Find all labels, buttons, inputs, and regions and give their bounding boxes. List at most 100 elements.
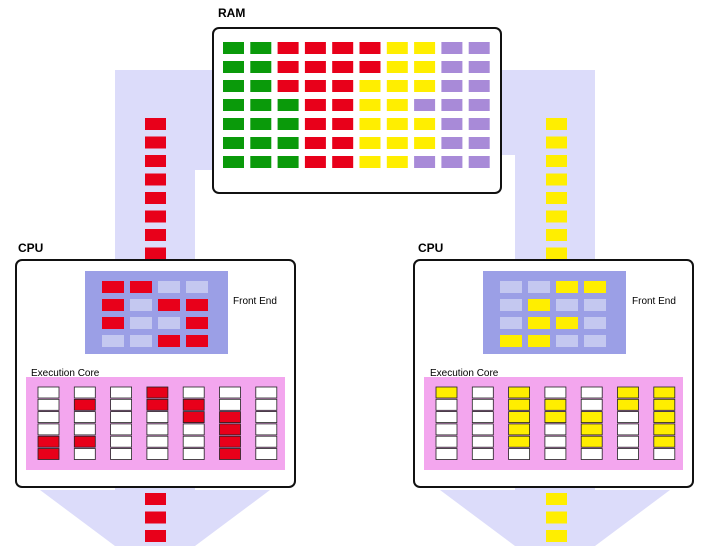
exec-cell <box>436 387 457 398</box>
front-end-cell <box>500 317 522 329</box>
exec-cell <box>220 424 241 435</box>
front-end-cell <box>500 281 522 293</box>
exec-cell <box>581 424 602 435</box>
exec-cell <box>147 436 168 447</box>
ram-cell <box>387 80 408 92</box>
exec-cell <box>472 449 493 460</box>
ram-cell <box>250 61 271 73</box>
ram-cell <box>414 42 435 54</box>
exec-cell <box>618 412 639 423</box>
front-end-cell <box>158 299 180 311</box>
stream-in-left-cell <box>145 137 166 149</box>
exec-cell <box>111 412 132 423</box>
ram-cell <box>387 42 408 54</box>
front-end-cell <box>528 281 550 293</box>
stream-in-right-cell <box>546 137 567 149</box>
ram-cell <box>278 42 299 54</box>
front-end-cell <box>500 299 522 311</box>
ram-cell <box>414 80 435 92</box>
ram-cell <box>305 156 326 168</box>
ram-cell <box>223 80 244 92</box>
ram-cell <box>332 80 353 92</box>
ram-cell <box>469 156 490 168</box>
exec-cell <box>509 449 530 460</box>
ram-cell <box>305 61 326 73</box>
stream-in-left-cell <box>145 174 166 186</box>
exec-cell <box>111 424 132 435</box>
stream-in-right-cell <box>546 248 567 260</box>
exec-cell <box>111 436 132 447</box>
front-end-cell <box>584 335 606 347</box>
exec-cell <box>183 399 204 410</box>
ram-cell <box>332 118 353 130</box>
exec-cell <box>74 387 95 398</box>
exec-cell <box>581 399 602 410</box>
exec-cell <box>618 387 639 398</box>
front-end-cell <box>186 281 208 293</box>
exec-cell <box>545 449 566 460</box>
ram-cell <box>414 99 435 111</box>
ram-cell <box>469 137 490 149</box>
ram-cell <box>250 99 271 111</box>
ram-cell <box>278 80 299 92</box>
exec-cell <box>38 436 59 447</box>
ram-cell <box>360 80 381 92</box>
ram-cell <box>305 80 326 92</box>
exec-cell <box>38 449 59 460</box>
ram-cell <box>441 80 462 92</box>
exec-cell <box>654 436 675 447</box>
exec-cell <box>654 424 675 435</box>
stream-out-left-cell <box>145 493 166 505</box>
exec-cell <box>147 399 168 410</box>
ram-cell <box>441 156 462 168</box>
exec-cell <box>38 424 59 435</box>
exec-cell <box>654 399 675 410</box>
exec-cell <box>509 424 530 435</box>
exec-cell <box>147 449 168 460</box>
ram-cell <box>223 42 244 54</box>
ram-cell <box>332 156 353 168</box>
ram-cell <box>305 42 326 54</box>
ram-cell <box>223 61 244 73</box>
front-end-cell <box>186 335 208 347</box>
stream-out-right-cell <box>546 493 567 505</box>
front-end-cell <box>556 335 578 347</box>
exec-cell <box>256 399 277 410</box>
cpu-left-label: CPU <box>18 241 43 255</box>
exec-cell <box>220 412 241 423</box>
front-end-cell <box>102 281 124 293</box>
ram-cell <box>250 118 271 130</box>
exec-cell <box>436 449 457 460</box>
front-end-cell <box>500 335 522 347</box>
ram-cell <box>469 118 490 130</box>
exec-cell <box>183 387 204 398</box>
front-end-cell <box>556 299 578 311</box>
stream-in-left-cell <box>145 192 166 204</box>
front-end-cell <box>158 317 180 329</box>
ram-cell <box>360 99 381 111</box>
exec-cell <box>472 424 493 435</box>
front-end-cell <box>556 281 578 293</box>
exec-cell <box>472 436 493 447</box>
exec-cell <box>581 449 602 460</box>
exec-cell <box>38 399 59 410</box>
ram-cell <box>441 137 462 149</box>
cpu-right-exec-label: Execution Core <box>430 368 498 379</box>
ram-cell <box>223 99 244 111</box>
exec-cell <box>509 436 530 447</box>
front-end-cell <box>528 335 550 347</box>
ram-cell <box>305 118 326 130</box>
front-end-cell <box>528 299 550 311</box>
ram-cell <box>223 137 244 149</box>
ram-cell <box>305 99 326 111</box>
ram-cell <box>250 42 271 54</box>
exec-cell <box>472 399 493 410</box>
stream-out-right-cell <box>546 512 567 524</box>
ram-cell <box>332 61 353 73</box>
front-end-cell <box>130 281 152 293</box>
ram-cell <box>469 99 490 111</box>
exec-cell <box>147 412 168 423</box>
ram-cell <box>278 118 299 130</box>
